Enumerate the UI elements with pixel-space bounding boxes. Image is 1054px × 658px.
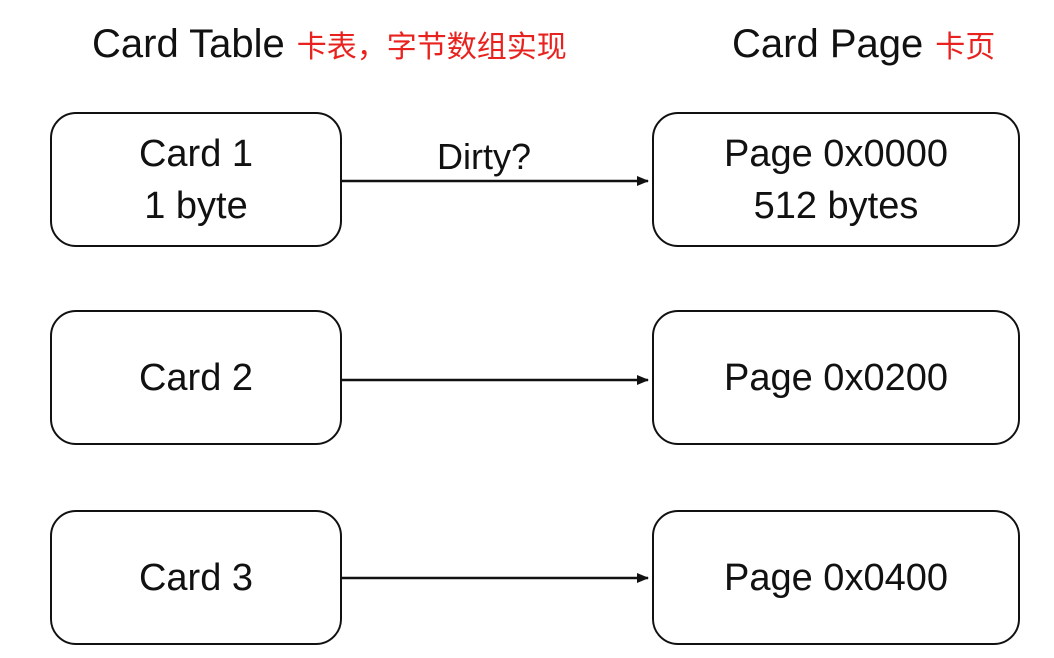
card-table-note: 卡表，字节数组实现 (296, 30, 567, 65)
card-2-label: Card 2 (138, 356, 254, 399)
card-page-header: Card Page 卡页 (732, 22, 995, 67)
card-3-label: Card 3 (138, 556, 254, 599)
page-2-label: Page 0x0200 (724, 356, 948, 399)
page-1-size: 512 bytes (753, 184, 919, 227)
page-3-label: Page 0x0400 (724, 556, 948, 599)
page-3-box: Page 0x0400 (652, 510, 1020, 645)
card-1-size: 1 byte (144, 184, 248, 227)
card-page-note: 卡页 (935, 30, 996, 65)
card-1-label: Card 1 (138, 132, 254, 175)
page-2-box: Page 0x0200 (652, 310, 1020, 445)
card-table-title: Card Table (92, 22, 285, 66)
page-1-label: Page 0x0000 (724, 132, 948, 175)
card-table-header: Card Table 卡表，字节数组实现 (92, 22, 567, 67)
card-3-box: Card 3 (50, 510, 342, 645)
dirty-edge-label: Dirty? (437, 136, 532, 177)
card-1-box: Card 1 1 byte (50, 112, 342, 247)
page-1-box: Page 0x0000 512 bytes (652, 112, 1020, 247)
card-2-box: Card 2 (50, 310, 342, 445)
card-page-title: Card Page (732, 22, 924, 66)
